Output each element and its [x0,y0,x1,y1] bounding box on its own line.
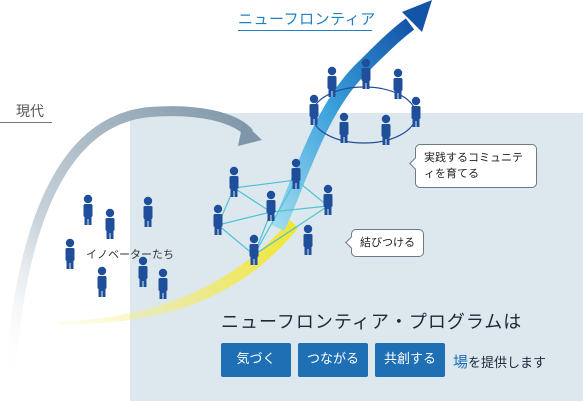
callout-community: 実践するコミュニティを育てる [409,144,537,188]
person-icon [83,194,93,225]
person-icon [303,224,313,255]
innovators-label: イノベーターたち [86,248,174,261]
present-curve [5,106,253,385]
callout-connect-text: 結びつける [360,236,415,249]
action-cocreate: 共創する [375,343,445,377]
person-icon [138,256,148,287]
action-notice: 気づく [221,343,291,377]
present-arrowhead [238,122,262,146]
person-icon [323,184,333,215]
place-word: 場 [453,353,469,371]
person-icon [361,58,371,89]
person-icon [266,190,276,221]
frontier-underline [238,30,372,31]
person-icon [411,96,421,127]
person-icon [105,208,115,239]
person-icon [97,266,107,297]
person-icon [309,94,319,125]
person-icon [393,68,403,99]
person-icon [327,66,337,97]
person-icon [249,234,259,265]
person-icon [65,238,75,269]
statement-rest: を提供します [468,356,547,371]
frontier-arrowhead [402,0,432,32]
person-icon [291,158,301,189]
action-connect: つながる [298,343,368,377]
person-icon [158,268,168,299]
present-label: 現代 [16,104,44,120]
person-icon [381,114,391,145]
person-icon [229,166,239,197]
person-icon [143,196,153,227]
innovation-band [58,220,298,325]
people-group [65,58,421,299]
callout-community-text: 実践するコミュニティを育てる [424,151,523,180]
program-statement: 場を提供します [453,351,546,372]
frontier-label: ニューフロンティア [238,10,376,28]
present-underline [0,122,52,123]
person-icon [339,112,349,143]
program-title: ニューフロンティア・プログラムは [221,312,523,333]
person-icon [213,204,223,235]
callout-connect: 結びつける [345,229,424,257]
